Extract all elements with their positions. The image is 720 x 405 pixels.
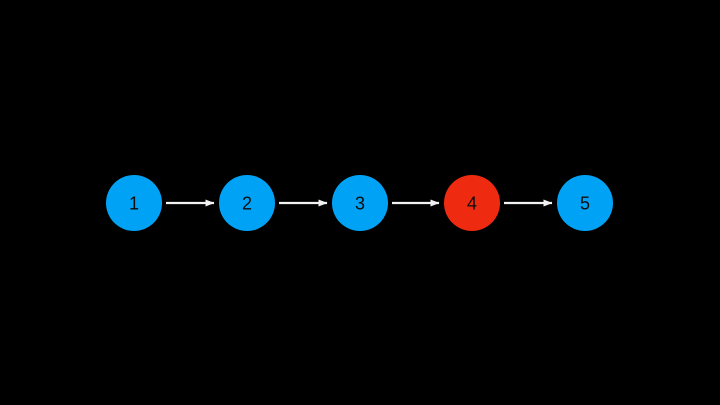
node-1-circle[interactable] [106, 175, 162, 231]
node-3-label: 3 [355, 194, 365, 214]
node-3-circle[interactable] [332, 175, 388, 231]
node-2-circle[interactable] [219, 175, 275, 231]
node-5-circle[interactable] [557, 175, 613, 231]
node-2[interactable]: 2 [219, 175, 275, 231]
node-4-circle[interactable] [444, 175, 500, 231]
node-1[interactable]: 1 [106, 175, 162, 231]
node-5-label: 5 [580, 194, 590, 214]
node-2-label: 2 [242, 194, 252, 214]
node-1-label: 1 [129, 194, 139, 214]
node-5[interactable]: 5 [557, 175, 613, 231]
node-3[interactable]: 3 [332, 175, 388, 231]
node-4-label: 4 [467, 194, 477, 214]
node-layer: 1 2 3 4 5 [106, 175, 613, 231]
node-4[interactable]: 4 [444, 175, 500, 231]
